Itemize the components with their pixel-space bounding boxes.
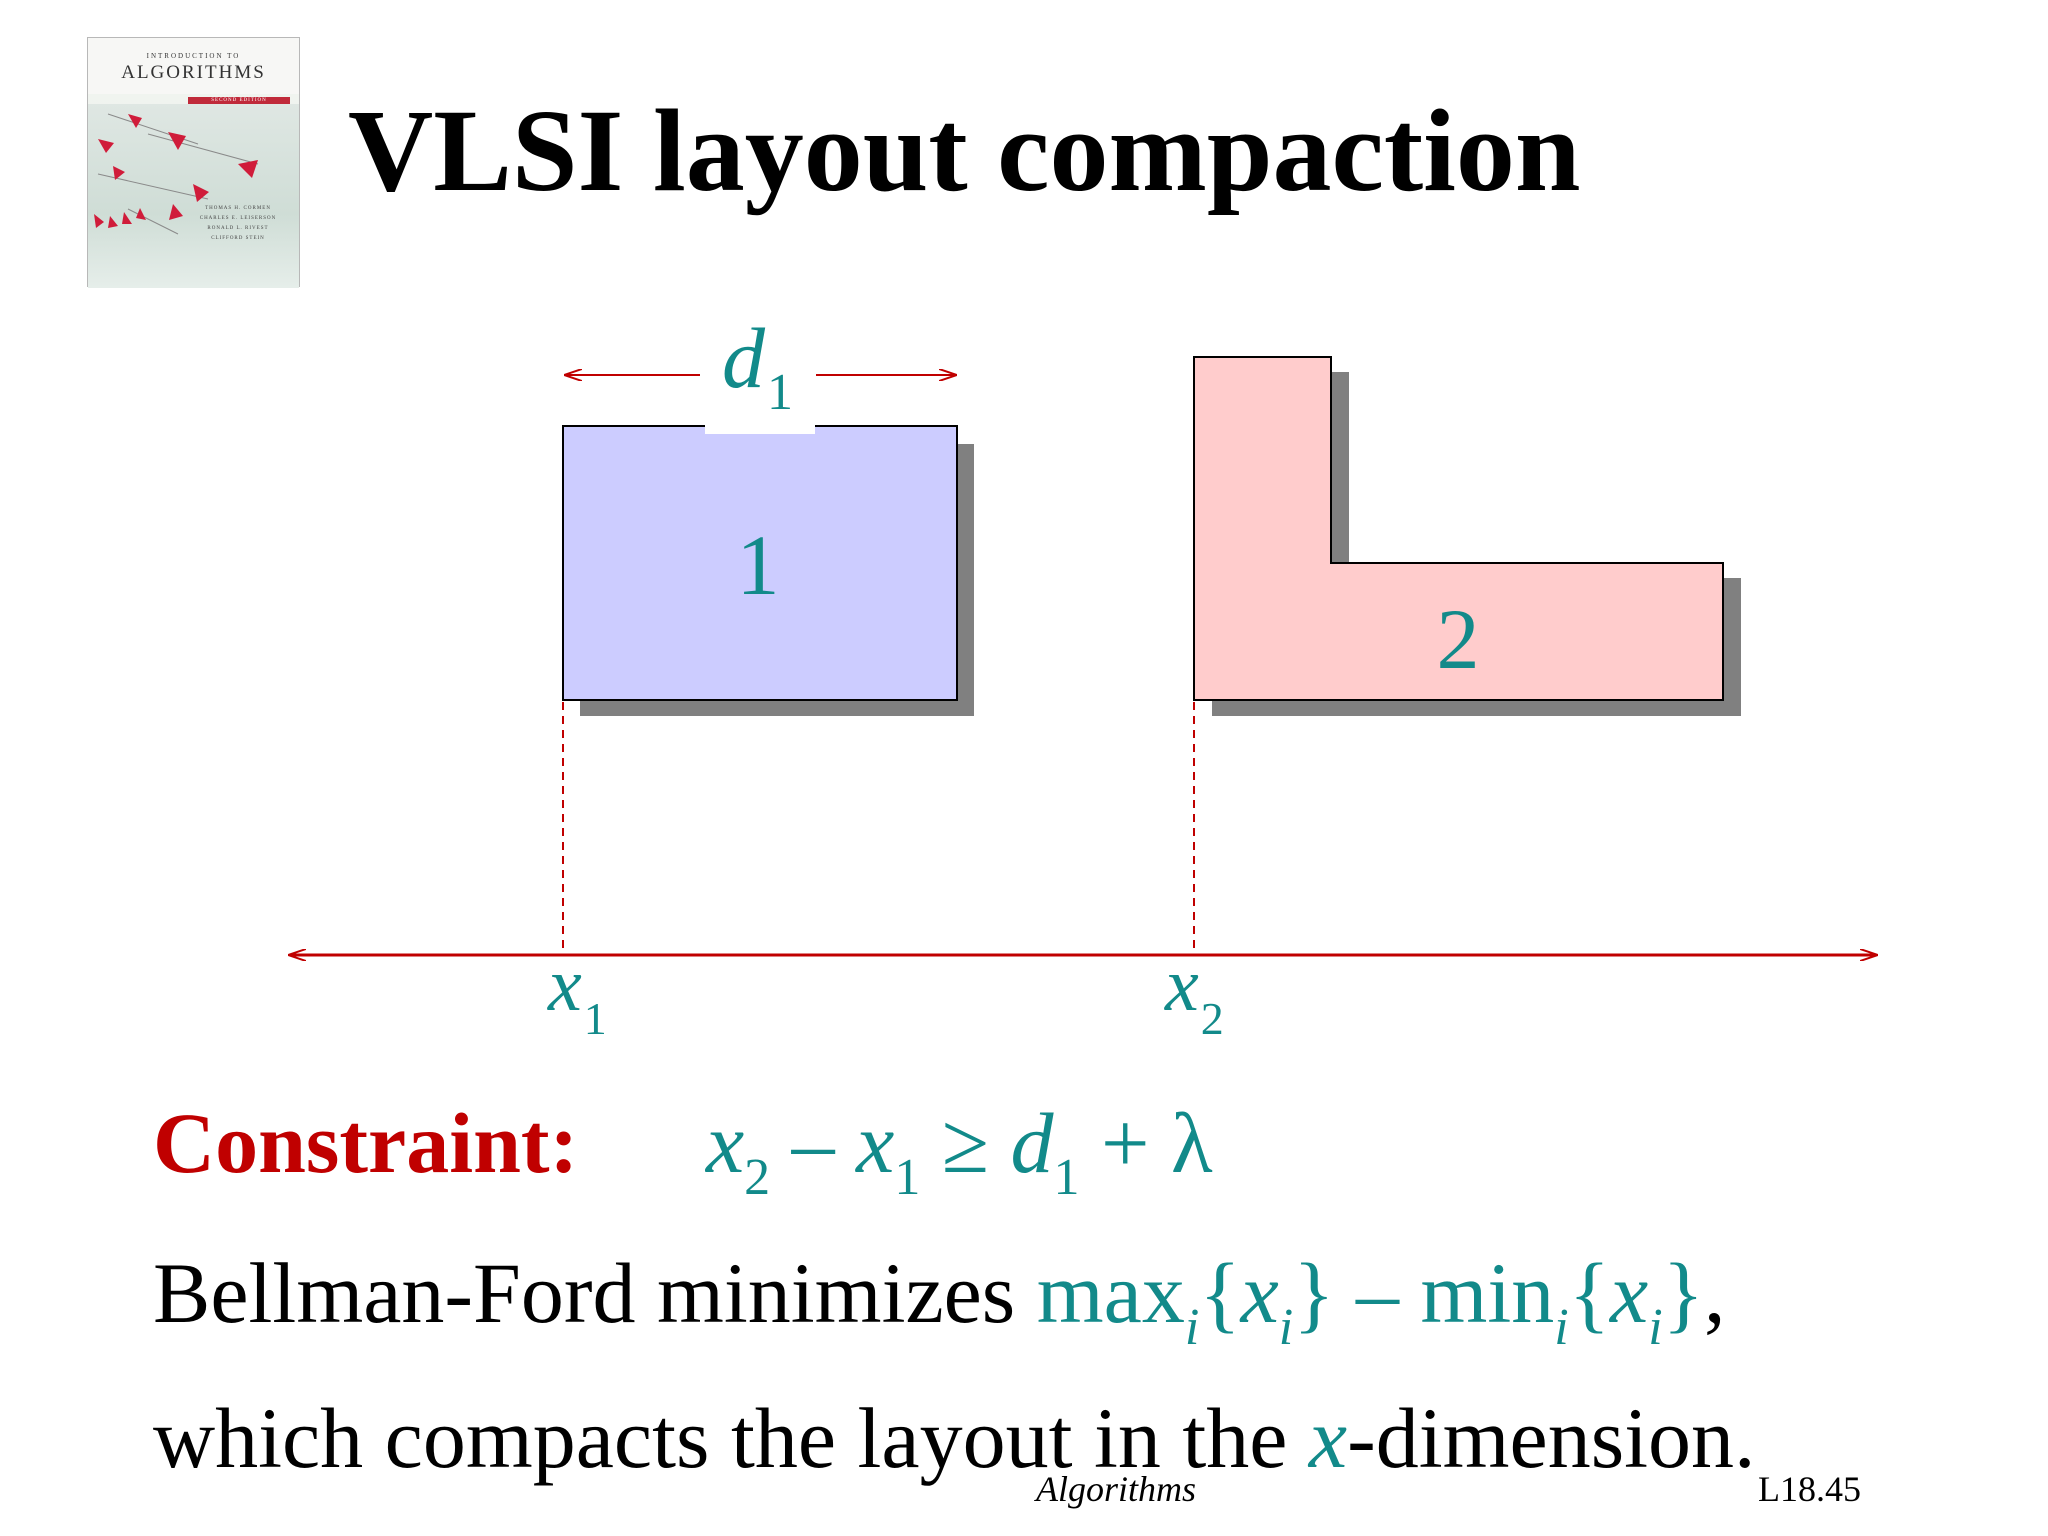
explanation-line-1: Bellman-Ford minimizes maxi{xi} – mini{x… [153,1238,1756,1383]
explanation-paragraph: Bellman-Ford minimizes maxi{xi} – mini{x… [153,1238,1756,1493]
book-title-text: ALGORITHMS [121,62,266,83]
x1-label-var: x [547,943,582,1027]
footer-slide-number: L18.45 [1758,1469,1861,1509]
width-label-gap [705,418,815,434]
formula-plus: + λ [1079,1095,1213,1191]
book-author: CLIFFORD STEIN [211,236,265,241]
constraint-label: Constraint: [153,1095,579,1191]
explanation-text: Bellman-Ford minimizes [153,1245,1037,1341]
formula-minus: – [770,1095,857,1191]
box1 [562,425,958,701]
x1-label-sub: 1 [584,993,607,1044]
explanation-text: -dimension. [1347,1390,1756,1486]
book-cover-header: INTRODUCTION TO ALGORITHMS [88,38,299,94]
width-label: d1 [722,310,793,421]
explanation-text: which compacts the layout in the [153,1390,1309,1486]
formula-x1-sub: 1 [894,1149,921,1206]
constraint-line: Constraint: x2 – x1 ≥ d1 + λ [153,1100,1213,1204]
box2-label: 2 [1437,591,1480,687]
book-author: THOMAS H. CORMEN [205,206,271,211]
x2-label-var: x [1164,943,1199,1027]
explanation-comma: , [1703,1245,1726,1341]
formula-x1: x [856,1095,895,1191]
formula-x2: x [706,1095,745,1191]
x2-label: x2 [1164,943,1224,1044]
explanation-line-2: which compacts the layout in the x-dimen… [153,1383,1756,1493]
slide-title: VLSI layout compaction [348,85,1581,216]
x1-label: x1 [547,943,607,1044]
x2-label-sub: 2 [1201,993,1224,1044]
constraint-formula: x2 – x1 ≥ d1 + λ [706,1100,1213,1204]
width-label-sub: 1 [767,364,793,421]
max-expression: maxi{xi} – mini{xi} [1036,1245,1704,1356]
book-author: RONALD L. RIVEST [207,226,269,231]
width-label-var: d [722,310,766,406]
formula-x2-sub: 2 [744,1149,771,1206]
x-variable: x [1308,1390,1348,1486]
mobile-art-icon [94,113,259,235]
book-edition-band: SECOND EDITION [188,97,290,104]
box2 [1193,356,1724,701]
footer-course-name: Algorithms [1036,1469,1197,1509]
formula-d1-sub: 1 [1053,1149,1080,1206]
box1-label: 1 [737,517,780,613]
formula-geq: ≥ [920,1095,1011,1191]
book-authors: THOMAS H. CORMEN CHARLES E. LEISERSON RO… [188,204,288,244]
book-author: CHARLES E. LEISERSON [199,216,277,221]
book-cover-art [88,104,299,288]
book-cover-image: INTRODUCTION TO ALGORITHMS SECOND EDITIO… [87,37,300,288]
formula-d1: d [1010,1095,1054,1191]
book-intro-text: INTRODUCTION TO [146,52,241,60]
